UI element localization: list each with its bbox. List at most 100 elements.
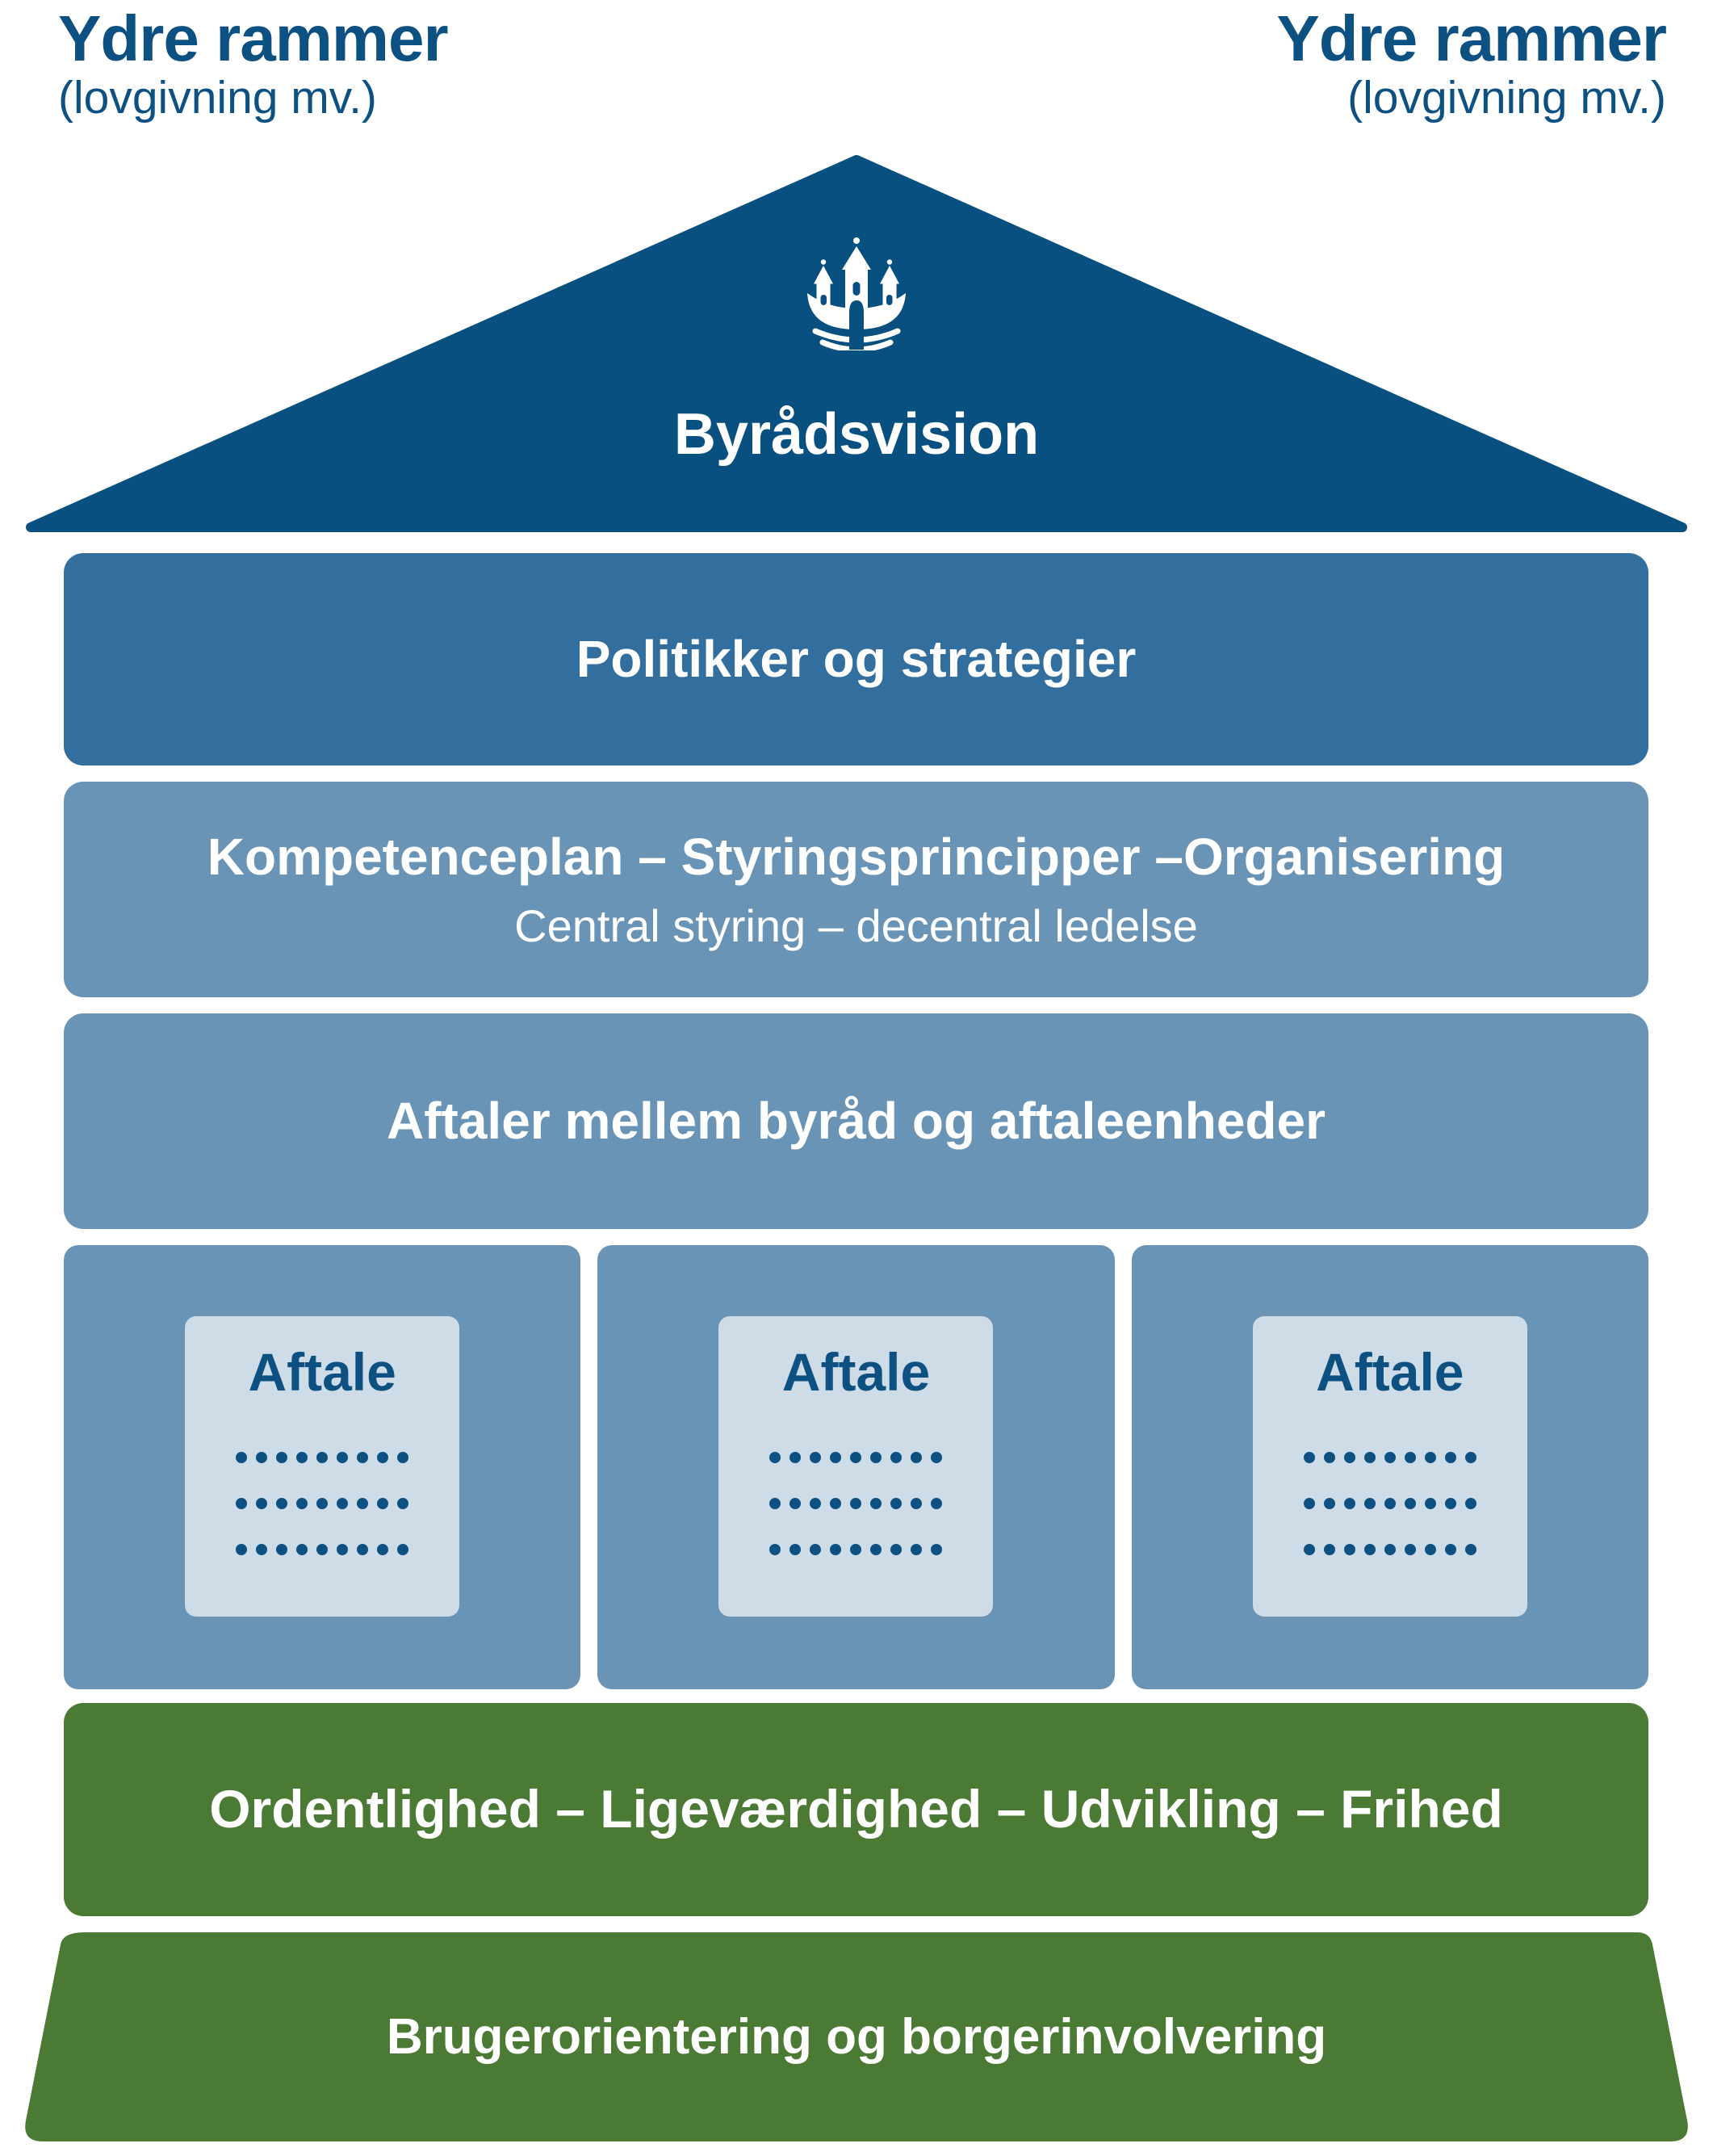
dot — [870, 1498, 882, 1509]
layer-agreements-label: Aftaler mellem byråd og aftaleenheder — [386, 1092, 1326, 1151]
foundation-label: Brugerorientering og borgerinvolvering — [386, 2009, 1327, 2065]
castle-logo-icon — [807, 237, 906, 350]
layer-policies: Politikker og strategier — [64, 553, 1648, 766]
dot — [256, 1544, 268, 1555]
outer-frame-subtitle: (lovgivning mv.) — [58, 72, 377, 124]
outer-frame-title: Ydre rammer — [1276, 2, 1667, 74]
dot — [316, 1498, 329, 1509]
dotted-text-line — [769, 1544, 943, 1555]
dotted-text-line — [236, 1544, 409, 1555]
dot — [931, 1498, 943, 1509]
dot — [1464, 1544, 1476, 1555]
dot — [810, 1498, 822, 1509]
dot — [296, 1544, 308, 1555]
dot — [1343, 1544, 1355, 1555]
outer-frame-label-left: Ydre rammer (lovgivning mv.) — [58, 2, 449, 124]
dot — [256, 1452, 268, 1463]
dot — [1424, 1452, 1436, 1463]
outer-frame-subtitle: (lovgivning mv.) — [1347, 72, 1666, 124]
dot — [276, 1498, 288, 1509]
dot — [769, 1544, 781, 1555]
dot — [1363, 1452, 1376, 1463]
dotted-text-line — [769, 1498, 943, 1509]
agreement-document-title: Aftale — [1316, 1342, 1464, 1402]
dot — [1384, 1544, 1396, 1555]
dot — [789, 1544, 802, 1555]
dot — [397, 1544, 409, 1555]
dot — [276, 1452, 288, 1463]
dot — [236, 1544, 248, 1555]
dot — [830, 1498, 842, 1509]
dot — [397, 1452, 409, 1463]
dotted-text-line — [236, 1452, 409, 1463]
dot — [296, 1452, 308, 1463]
dot — [890, 1498, 903, 1509]
dot — [337, 1544, 349, 1555]
layer-agreements: Aftaler mellem byråd og aftaleenheder — [64, 1013, 1648, 1229]
dot — [1464, 1498, 1476, 1509]
agreement-document: Aftale — [1252, 1316, 1527, 1617]
dot — [1303, 1452, 1315, 1463]
dotted-text-placeholder — [718, 1452, 993, 1555]
dot — [890, 1544, 903, 1555]
dot — [316, 1452, 329, 1463]
dot — [1363, 1544, 1376, 1555]
dot — [1303, 1498, 1315, 1509]
agreement-card: Aftale — [597, 1245, 1115, 1689]
dot — [377, 1452, 389, 1463]
dot — [256, 1498, 268, 1509]
dotted-text-placeholder — [185, 1452, 459, 1555]
layer-competence-label: Kompetenceplan – Styringsprincipper –Org… — [207, 827, 1506, 886]
dot — [911, 1452, 923, 1463]
layer-values-label: Ordentlighed – Ligeværdighed – Udvikling… — [209, 1779, 1503, 1839]
dotted-text-placeholder — [1253, 1452, 1527, 1555]
dot — [1323, 1452, 1335, 1463]
dot — [911, 1498, 923, 1509]
dot — [1343, 1452, 1355, 1463]
dot — [1343, 1498, 1355, 1509]
dot — [1424, 1544, 1436, 1555]
dot — [357, 1498, 369, 1509]
dot — [1323, 1498, 1335, 1509]
roof-title: Byrådsvision — [673, 402, 1040, 467]
layer-competence: Kompetenceplan – Styringsprincipper –Org… — [64, 782, 1648, 997]
dotted-text-line — [1303, 1498, 1476, 1509]
agreement-document-title: Aftale — [248, 1342, 396, 1402]
dot — [1464, 1452, 1476, 1463]
dot — [931, 1544, 943, 1555]
dot — [1424, 1498, 1436, 1509]
dot — [357, 1452, 369, 1463]
agreement-document-title: Aftale — [781, 1342, 931, 1402]
agreement-document: Aftale — [718, 1316, 994, 1617]
dot — [890, 1452, 903, 1463]
dot — [377, 1544, 389, 1555]
dot — [236, 1452, 248, 1463]
outer-frame-label-right: Ydre rammer (lovgivning mv.) — [1276, 2, 1667, 124]
dot — [870, 1452, 882, 1463]
dot — [830, 1452, 842, 1463]
dot — [1384, 1452, 1396, 1463]
agreement-document: Aftale — [185, 1316, 460, 1617]
outer-frame-title: Ydre rammer — [58, 2, 449, 74]
dot — [397, 1498, 409, 1509]
dotted-text-line — [769, 1452, 943, 1463]
layer-competence-sublabel: Central styring – decentral ledelse — [514, 900, 1198, 952]
layer-policies-label: Politikker og strategier — [576, 630, 1137, 689]
dot — [769, 1498, 781, 1509]
dot — [1404, 1498, 1416, 1509]
agreement-cards-row: Aftale Aftale Aftale — [64, 1245, 1648, 1689]
dot — [337, 1498, 349, 1509]
dot — [357, 1544, 369, 1555]
dot — [830, 1544, 842, 1555]
dot — [337, 1452, 349, 1463]
dot — [316, 1544, 329, 1555]
dot — [296, 1498, 308, 1509]
dot — [850, 1544, 862, 1555]
dot — [850, 1498, 862, 1509]
dot — [789, 1452, 802, 1463]
dot — [789, 1498, 802, 1509]
dot — [769, 1452, 781, 1463]
dot — [911, 1544, 923, 1555]
dot — [236, 1498, 248, 1509]
